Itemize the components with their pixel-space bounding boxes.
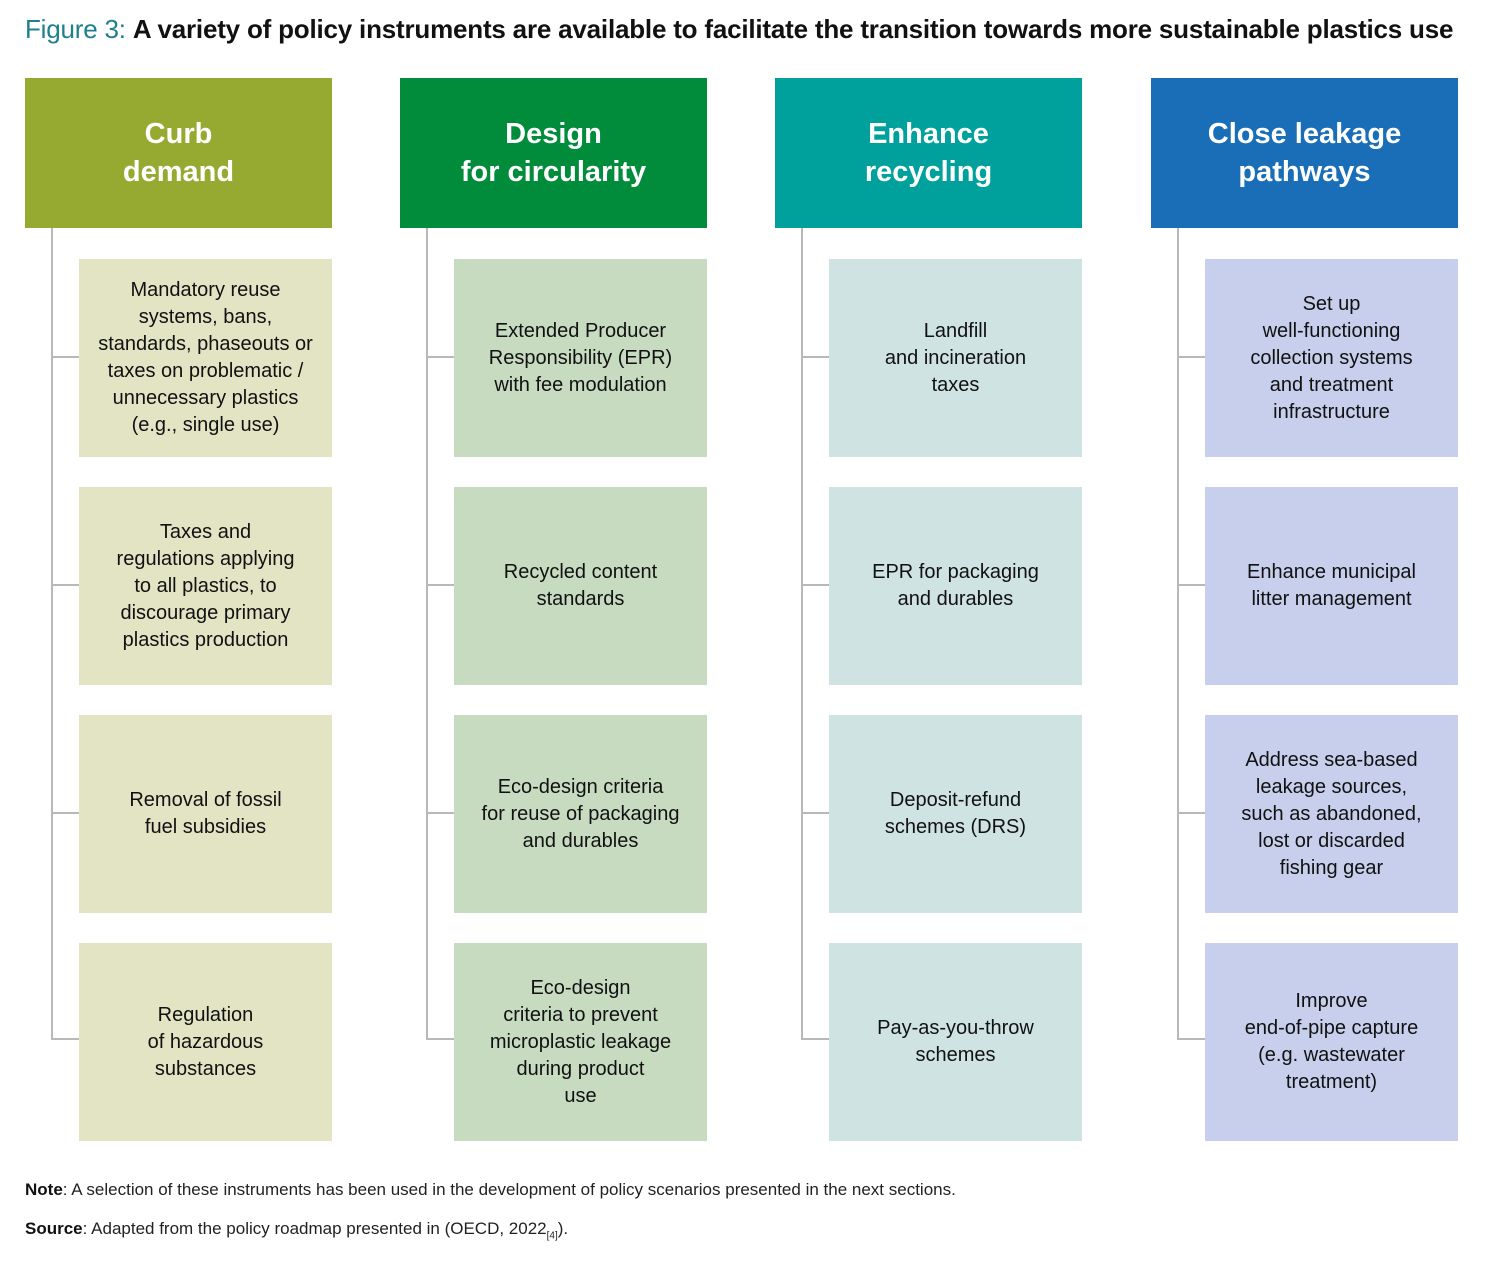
instrument-text: Mandatory reuse systems, bans, standards… bbox=[98, 279, 313, 436]
connector-branch bbox=[801, 356, 829, 358]
instrument-box: Improve end-of-pipe capture (e.g. wastew… bbox=[1205, 943, 1458, 1141]
connector-branch bbox=[801, 584, 829, 586]
instrument-box: Deposit-refund schemes (DRS) bbox=[829, 715, 1082, 913]
instrument-box: Extended Producer Responsibility (EPR) w… bbox=[454, 259, 707, 457]
connector-branch bbox=[1177, 812, 1205, 814]
instrument-box: Pay-as-you-throw schemes bbox=[829, 943, 1082, 1141]
instrument-text: Extended Producer Responsibility (EPR) w… bbox=[488, 319, 673, 396]
instrument-box: EPR for packaging and durables bbox=[829, 487, 1082, 685]
column-heading: Close leakage pathways bbox=[1207, 118, 1402, 188]
column-close-leakage-pathways: Close leakage pathways Set up well-funct… bbox=[1151, 78, 1504, 1142]
instrument-box: Eco-design criteria to prevent microplas… bbox=[454, 943, 707, 1141]
instrument-text: Deposit-refund schemes (DRS) bbox=[884, 789, 1027, 838]
column-header: Curb demand bbox=[25, 78, 332, 228]
instrument-box: Taxes and regulations applying to all pl… bbox=[79, 487, 332, 685]
instrument-text: Recycled content standards bbox=[503, 561, 658, 610]
connector-branch bbox=[51, 1038, 79, 1040]
connector-branch bbox=[51, 812, 79, 814]
instrument-text: Eco-design criteria for reuse of packagi… bbox=[481, 775, 680, 852]
column-heading: Enhance recycling bbox=[864, 118, 993, 188]
instrument-text: Taxes and regulations applying to all pl… bbox=[116, 520, 295, 651]
source-end: ). bbox=[557, 1219, 569, 1238]
column-header: Design for circularity bbox=[400, 78, 707, 228]
source-text: : Adapted from the policy roadmap presen… bbox=[82, 1219, 547, 1238]
connector-branch bbox=[426, 812, 454, 814]
instrument-box: Recycled content standards bbox=[454, 487, 707, 685]
instrument-text: EPR for packaging and durables bbox=[872, 561, 1039, 610]
connector-branch bbox=[801, 812, 829, 814]
instrument-text: Removal of fossil fuel subsidies bbox=[129, 789, 282, 838]
column-header: Enhance recycling bbox=[775, 78, 1082, 228]
instrument-box: Set up well-functioning collection syste… bbox=[1205, 259, 1458, 457]
column-heading: Curb demand bbox=[122, 118, 235, 188]
column-heading: Design for circularity bbox=[460, 118, 647, 188]
connector-branch bbox=[426, 1038, 454, 1040]
source-reference: [4] bbox=[546, 1230, 558, 1242]
instrument-box: Address sea-based leakage sources, such … bbox=[1205, 715, 1458, 913]
instrument-box: Mandatory reuse systems, bans, standards… bbox=[79, 259, 332, 457]
note-text: : A selection of these instruments has b… bbox=[62, 1180, 956, 1199]
figure-note: Note: A selection of these instruments h… bbox=[25, 1180, 956, 1200]
figure-heading: A variety of policy instruments are avai… bbox=[132, 14, 1454, 44]
column-header: Close leakage pathways bbox=[1151, 78, 1458, 228]
connector-branch bbox=[51, 584, 79, 586]
connector-branch bbox=[1177, 1038, 1205, 1040]
instrument-text: Regulation of hazardous substances bbox=[147, 1003, 264, 1080]
connector-branch bbox=[1177, 584, 1205, 586]
instrument-text: Improve end-of-pipe capture (e.g. wastew… bbox=[1244, 990, 1419, 1093]
figure-title: Figure 3: A variety of policy instrument… bbox=[25, 14, 1453, 45]
instrument-box: Regulation of hazardous substances bbox=[79, 943, 332, 1141]
connector-branch bbox=[51, 356, 79, 358]
connector-vertical bbox=[801, 228, 803, 1040]
figure-label: Figure 3: bbox=[25, 14, 126, 44]
figure-source: Source: Adapted from the policy roadmap … bbox=[25, 1219, 568, 1241]
connector-vertical bbox=[426, 228, 428, 1040]
source-label: Source bbox=[25, 1219, 83, 1238]
connector-branch bbox=[801, 1038, 829, 1040]
connector-branch bbox=[1177, 356, 1205, 358]
column-enhance-recycling: Enhance recycling Landfill and incinerat… bbox=[775, 78, 1210, 1142]
instrument-box: Enhance municipal litter management bbox=[1205, 487, 1458, 685]
instrument-text: Pay-as-you-throw schemes bbox=[877, 1017, 1034, 1066]
connector-vertical bbox=[51, 228, 53, 1040]
connector-branch bbox=[426, 356, 454, 358]
connector-vertical bbox=[1177, 228, 1179, 1040]
instrument-box: Landfill and incineration taxes bbox=[829, 259, 1082, 457]
note-label: Note bbox=[25, 1180, 63, 1199]
column-design-for-circularity: Design for circularity Extended Producer… bbox=[400, 78, 835, 1142]
connector-branch bbox=[426, 584, 454, 586]
instrument-text: Address sea-based leakage sources, such … bbox=[1241, 748, 1422, 879]
instrument-box: Eco-design criteria for reuse of packagi… bbox=[454, 715, 707, 913]
instrument-box: Removal of fossil fuel subsidies bbox=[79, 715, 332, 913]
instrument-text: Enhance municipal litter management bbox=[1247, 561, 1416, 610]
instrument-text: Eco-design criteria to prevent microplas… bbox=[489, 976, 672, 1107]
column-curb-demand: Curb demand Mandatory reuse systems, ban… bbox=[25, 78, 460, 1142]
instrument-text: Landfill and incineration taxes bbox=[884, 319, 1027, 396]
instrument-text: Set up well-functioning collection syste… bbox=[1250, 292, 1413, 423]
